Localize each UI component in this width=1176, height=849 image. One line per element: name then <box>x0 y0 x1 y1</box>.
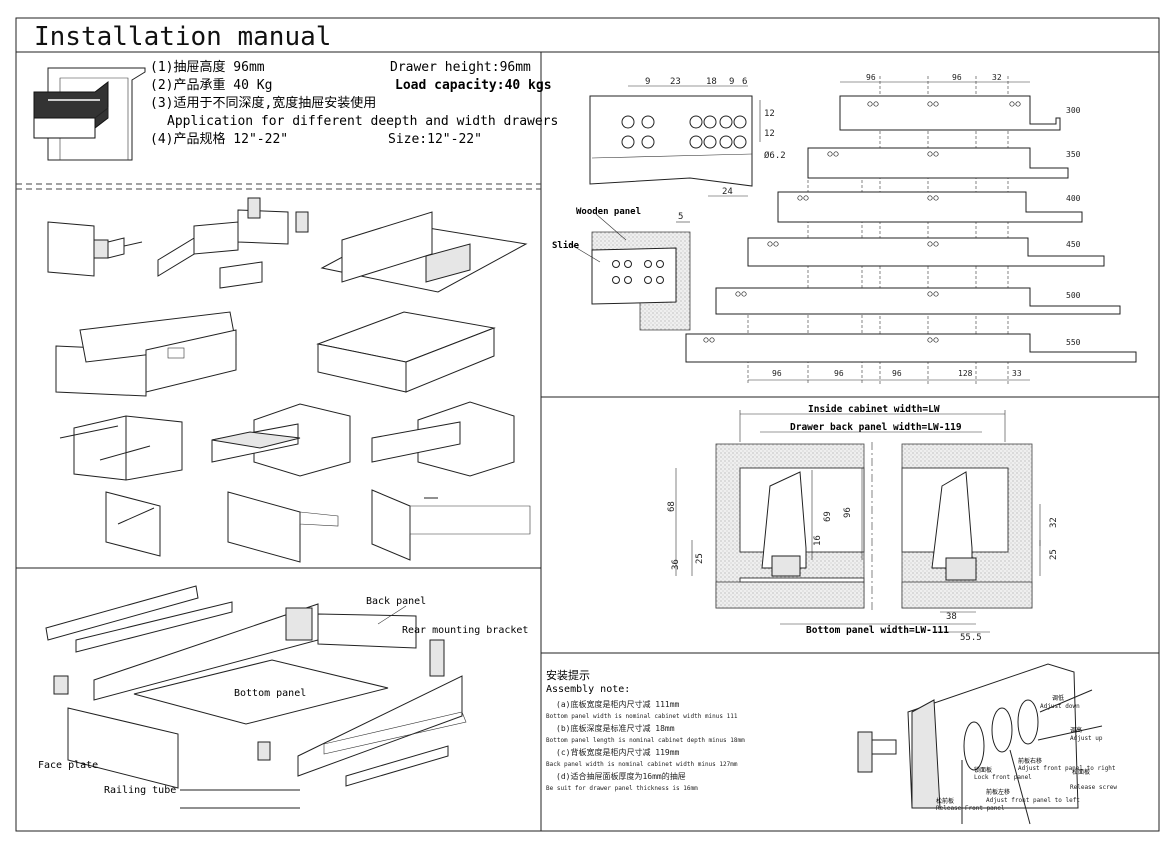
hole-dim-4: 9 <box>729 77 734 87</box>
cs-right-dim-25: 25 <box>1049 549 1059 560</box>
label-face-plate: Face plate <box>38 760 98 771</box>
front-left-en: Adjust front panel to left <box>986 797 1080 804</box>
assembly-steps-diagram <box>47 197 531 563</box>
inside-cabinet-width: Inside cabinet width=LW <box>808 404 940 415</box>
cs-left-dim-68: 68 <box>667 501 677 512</box>
note-b-en: Bottom panel length is nominal cabinet d… <box>546 737 745 744</box>
label-railing-tube: Railing tube <box>104 785 176 796</box>
note-a-en: Bottom panel width is nominal cabinet wi… <box>546 713 738 720</box>
cs-mid-dim-69: 69 <box>823 511 833 522</box>
note-b-cn: (b)底板深度是标准尺寸减 18mm <box>556 723 675 733</box>
cs-bottom-dim-55: 55.5 <box>960 633 982 643</box>
bottom-panel-width: Bottom panel width=LW-111 <box>806 625 949 636</box>
label-slide: Slide <box>552 240 580 251</box>
slide-length-variants <box>685 76 1137 384</box>
hole-dim-2: 23 <box>670 77 681 87</box>
spec-load-cn: (2)产品承重 40 Kg <box>150 77 272 93</box>
spec-load-en: Load capacity:40 kgs <box>395 78 552 93</box>
page-frame <box>15 17 1160 832</box>
cs-bottom-dim-38: 38 <box>946 612 957 622</box>
cs-mid-dim-96: 96 <box>843 507 853 518</box>
length-bottom-dim-2: 96 <box>834 369 844 378</box>
spec-size-en: Size:12"-22" <box>388 132 482 147</box>
size-label-450: 450 <box>1066 240 1081 249</box>
hole-bottom-dim: 24 <box>722 187 733 197</box>
page-title: Installation manual <box>34 22 331 52</box>
hole-side-dim-2: 12 <box>764 129 775 139</box>
hole-diameter: Ø6.2 <box>764 150 786 161</box>
cs-mid-dim-16: 16 <box>813 535 823 546</box>
size-label-300: 300 <box>1066 106 1081 115</box>
hole-dim-3: 18 <box>706 77 717 87</box>
spec-list: (1)抽屉高度 96mm Drawer height:96mm (2)产品承重 … <box>150 59 558 147</box>
exploded-view-diagram <box>45 585 467 809</box>
size-label-550: 550 <box>1066 338 1081 347</box>
release-screw-cn: 松面板 <box>1072 768 1090 776</box>
hole-detail-diagram <box>569 85 761 331</box>
adjustment-diagram <box>857 663 1103 825</box>
spec-usage-cn: (3)适用于不同深度,宽度抽屉安装使用 <box>150 95 376 111</box>
front-left-cn: 前板左移 <box>986 788 1010 796</box>
hole-dim-5: 6 <box>742 77 747 87</box>
spec-height-cn: (1)抽屉高度 96mm <box>150 59 265 75</box>
cs-right-dim-32: 32 <box>1049 517 1059 528</box>
label-wooden-panel: Wooden panel <box>576 207 641 217</box>
adjustment-labels: 调低 Adjust down 调高 Adjust up 前板右移 Adjust … <box>936 694 1117 812</box>
note-d-en: Be suit for drawer panel thickness is 16… <box>546 785 698 792</box>
size-label-500: 500 <box>1066 291 1081 300</box>
hole-side-dim-1: 12 <box>764 109 775 119</box>
cs-left-dim-25: 25 <box>695 553 705 564</box>
length-top-dim-2: 96 <box>952 73 962 82</box>
length-bottom-dim-1: 96 <box>772 369 782 378</box>
label-bottom-panel: Bottom panel <box>234 688 306 699</box>
cross-section-labels: Inside cabinet width=LW Drawer back pane… <box>667 404 1059 643</box>
release-screw-en: Release screw <box>1070 784 1117 791</box>
lock-panel-cn: 锁面板 <box>974 766 992 774</box>
spec-size-cn: (4)产品规格 12"-22" <box>150 131 288 147</box>
adjust-up-en: Adjust up <box>1070 735 1103 742</box>
note-c-cn: (c)背板宽度是柜内尺寸减 119mm <box>556 747 680 757</box>
size-label-350: 350 <box>1066 150 1081 159</box>
adjust-right-cn: 前板右移 <box>1018 757 1042 765</box>
note-c-en: Back panel width is nominal cabinet widt… <box>546 761 738 768</box>
drawer-thumbnail <box>33 67 146 161</box>
back-panel-width: Drawer back panel width=LW-119 <box>790 422 962 433</box>
assembly-note: 安装提示 Assembly note: (a)底板宽度是柜内尺寸减 111mm … <box>546 668 745 792</box>
cs-left-dim-36: 36 <box>671 559 681 570</box>
length-top-dim-1: 96 <box>866 73 876 82</box>
note-d-cn: (d)适合抽屉面板厚度为16mm的抽屉 <box>556 771 686 781</box>
adjust-down-en: Adjust down <box>1040 703 1080 710</box>
cross-section-diagram <box>675 410 1041 633</box>
label-back-panel: Back panel <box>366 596 426 607</box>
length-bottom-dim-5: 33 <box>1012 369 1022 378</box>
size-label-400: 400 <box>1066 194 1081 203</box>
release-panel-cn: 松前板 <box>936 797 954 805</box>
hole-dim-1: 9 <box>645 77 650 87</box>
adjust-right-en: Adjust front panel to right <box>1018 765 1116 772</box>
spec-usage-en: Application for different deepth and wid… <box>167 114 558 129</box>
note-title-en: Assembly note: <box>546 684 630 695</box>
length-bottom-dim-3: 96 <box>892 369 902 378</box>
note-title-cn: 安装提示 <box>546 668 590 682</box>
adjust-up-cn: 调高 <box>1070 726 1082 734</box>
label-rear-bracket: Rear mounting bracket <box>402 625 528 636</box>
slide-length-labels: 300 350 400 450 500 550 96 96 32 96 96 9… <box>772 73 1081 378</box>
lock-panel-en: Lock front panel <box>974 774 1032 781</box>
spec-height-en: Drawer height:96mm <box>390 60 531 75</box>
length-top-dim-3: 32 <box>992 73 1002 82</box>
note-a-cn: (a)底板宽度是柜内尺寸减 111mm <box>556 699 680 709</box>
adjust-down-cn: 调低 <box>1052 694 1064 702</box>
length-bottom-dim-4: 128 <box>958 369 973 378</box>
label-gap: 5 <box>678 212 683 222</box>
release-panel-en: Release Front panel <box>936 805 1005 812</box>
hole-dimension-labels: 9 23 18 9 6 12 12 Ø6.2 24 Wooden panel S… <box>552 77 786 251</box>
